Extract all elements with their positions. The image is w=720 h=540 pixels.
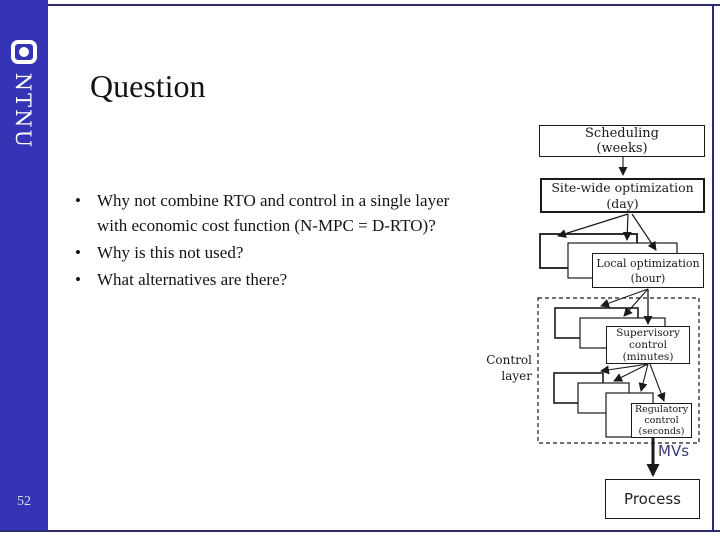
local-label: Local optimization <box>596 256 700 270</box>
control-layer-label-line2: layer <box>501 369 532 383</box>
process-label: Process <box>624 490 681 508</box>
ntnu-logo-wordmark: NTNU <box>11 72 35 150</box>
supervisory-control-box: Supervisory control (minutes) <box>606 326 690 364</box>
local-optimization-box: Local optimization (hour) <box>592 253 704 288</box>
supervisory-label-1: Supervisory <box>616 327 680 339</box>
bullet-icon: • <box>75 270 81 289</box>
arrow-supervisory-to-regulatory-2 <box>613 363 649 382</box>
control-layer-label: Control layer <box>472 352 532 384</box>
bullet-icon: • <box>75 243 81 262</box>
arrow-local-to-supervisory-1 <box>600 288 649 308</box>
slide-border-bottom <box>0 530 720 532</box>
arrow-local-to-supervisory-2 <box>623 288 649 317</box>
bullet-list: • Why not combine RTO and control in a s… <box>75 188 475 294</box>
scheduling-box: Scheduling (weeks) <box>539 125 705 157</box>
bullet-text: Why not combine RTO and control in a sin… <box>97 191 450 235</box>
arrow-sitewide-to-local-3 <box>631 213 657 251</box>
local-period: (hour) <box>630 271 666 285</box>
list-item: • What alternatives are there? <box>75 267 475 292</box>
page-title: Question <box>90 68 206 104</box>
regulatory-period: (seconds) <box>638 426 685 437</box>
sitewide-period: (day) <box>606 195 639 211</box>
scheduling-label: Scheduling <box>585 126 659 141</box>
slide-border-top <box>48 4 720 6</box>
supervisory-label-2: control <box>629 339 667 351</box>
arrow-sitewide-to-local-2 <box>622 213 632 241</box>
arrow-sitewide-to-local-1 <box>557 213 629 238</box>
arrow-supervisory-to-regulatory-1 <box>600 363 649 375</box>
slide-border-right <box>712 4 714 531</box>
list-item: • Why not combine RTO and control in a s… <box>75 188 475 238</box>
regulatory-label-1: Regulatory <box>634 404 689 415</box>
sitewide-label: Site-wide optimization <box>551 179 694 195</box>
process-box: Process <box>605 479 700 519</box>
scheduling-period: (weeks) <box>596 141 648 156</box>
ntnu-logo-dot <box>19 47 29 57</box>
bullet-text: Why is this not used? <box>97 243 244 262</box>
arrow-supervisory-to-regulatory-4 <box>649 363 666 402</box>
bullet-icon: • <box>75 191 81 210</box>
supervisory-period: (minutes) <box>622 351 674 363</box>
bullet-text: What alternatives are there? <box>97 270 288 289</box>
ntnu-logo-icon <box>11 40 37 64</box>
arrow-supervisory-to-regulatory-3 <box>638 363 649 392</box>
mvs-label: MVs <box>658 442 690 460</box>
slide-number: 52 <box>17 494 31 509</box>
regulatory-control-box: Regulatory control (seconds) <box>631 403 692 438</box>
list-item: • Why is this not used? <box>75 240 475 265</box>
sitewide-optimization-box: Site-wide optimization (day) <box>540 178 705 213</box>
control-layer-dashed-box <box>537 297 700 444</box>
ntnu-sidebar: NTNU 52 <box>0 0 48 530</box>
control-layer-label-line1: Control <box>486 353 532 367</box>
regulatory-label-2: control <box>644 415 679 426</box>
